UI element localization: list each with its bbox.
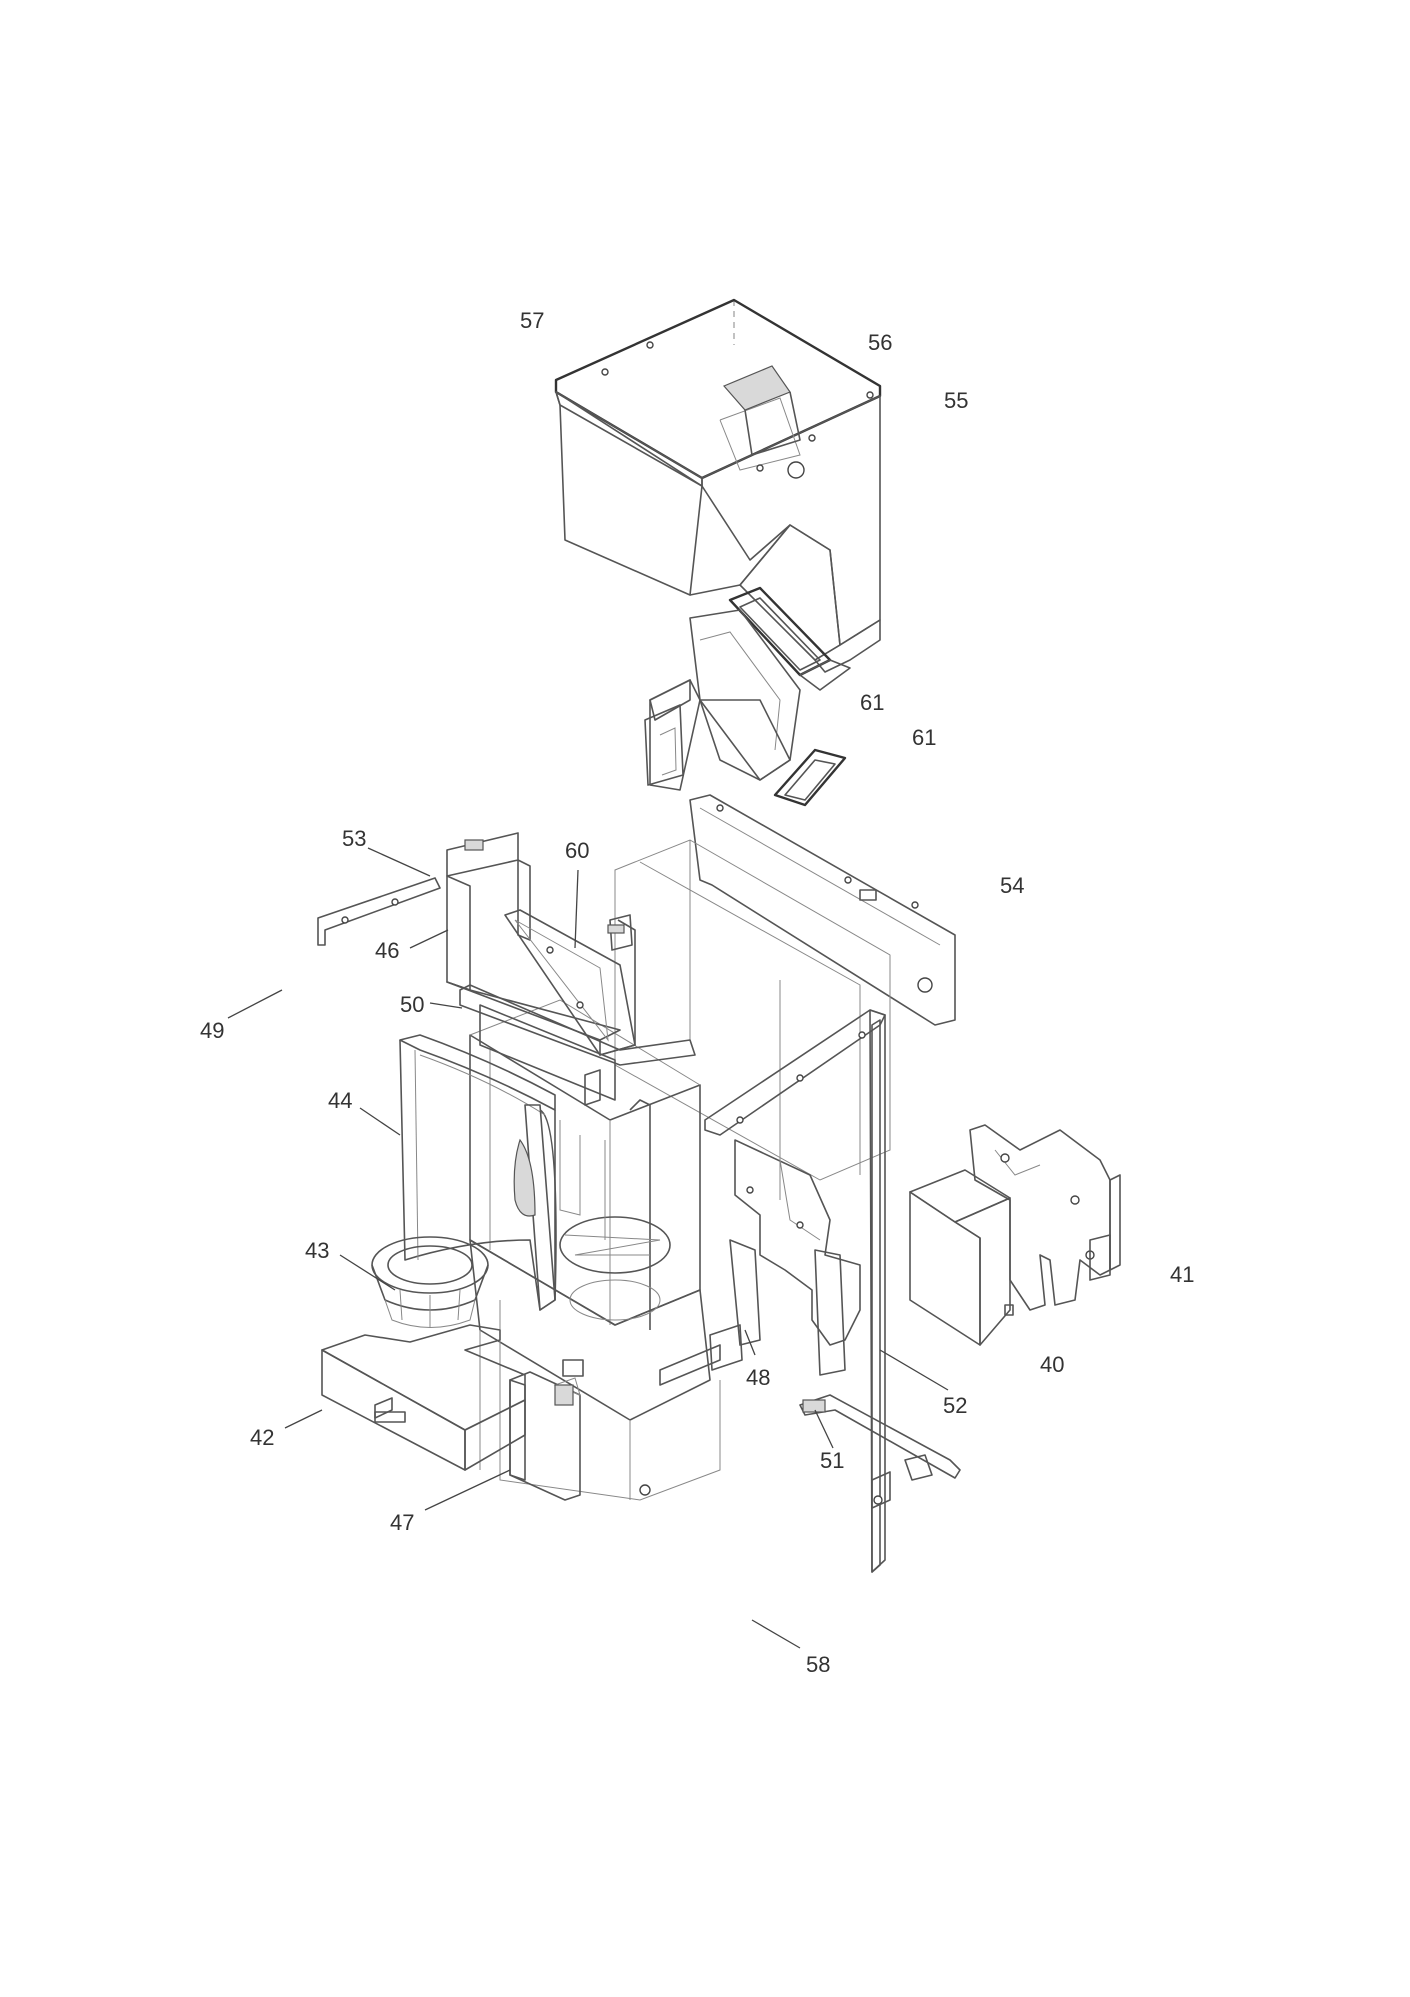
panel-47 [509,1359,584,1501]
label-48: 48 [746,1365,770,1390]
label-60: 60 [565,838,589,863]
label-50: 50 [400,992,424,1017]
label-42: 42 [250,1425,274,1450]
label-46: 46 [375,938,399,963]
label-61-lower: 61 [912,725,936,750]
plate-50 [459,984,696,1106]
label-47: 47 [390,1510,414,1535]
label-54: 54 [1000,873,1024,898]
ring-43 [371,1236,489,1328]
label-51: 51 [820,1448,844,1473]
plate-60 [504,909,636,1056]
bracket-51 [799,1394,961,1481]
label-44: 44 [328,1088,352,1113]
label-40: 40 [1040,1352,1064,1377]
leader-lines [227,847,949,1649]
label-52: 52 [943,1393,967,1418]
label-49: 49 [200,1018,224,1043]
mounting-bracket-41 [969,1124,1121,1311]
door-44 [399,1034,557,1311]
label-41: 41 [1170,1262,1194,1287]
drawer-42 [321,1324,526,1471]
label-57: 57 [520,308,544,333]
main-body [469,839,891,1501]
label-56: 56 [868,330,892,355]
electronics-box-40 [909,1169,1014,1346]
label-55: 55 [944,388,968,413]
side-panel-54 [689,794,956,1026]
hopper-assembly [554,298,882,691]
label-58: 58 [806,1652,830,1677]
part-labels: 57 56 55 61 61 53 60 54 46 50 49 44 43 4… [200,308,1194,1677]
label-43: 43 [305,1238,329,1263]
top-frame-46 [446,832,636,1056]
feeder-unit-61 [644,609,847,807]
panel-48 [709,1139,861,1376]
label-53: 53 [342,826,366,851]
bracket-53 [317,877,441,946]
label-61-upper: 61 [860,690,884,715]
side-frame-52 [704,1009,891,1573]
